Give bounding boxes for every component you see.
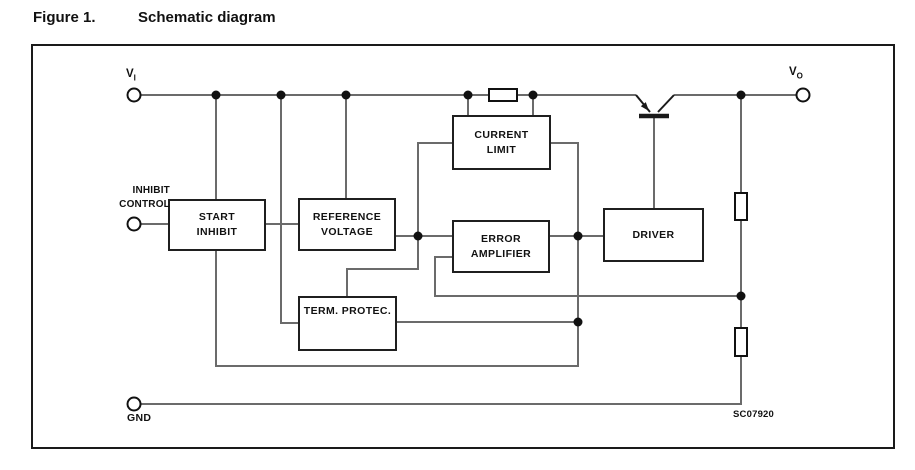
junction-dot (276, 90, 286, 100)
block-label: START (198, 211, 236, 223)
block-start-inhibit: START INHIBIT (168, 199, 266, 251)
terminal-label-sub: I (133, 73, 136, 83)
drawing-code-label: SC07920 (733, 409, 775, 420)
junction-dot (573, 317, 583, 327)
block-label: AMPLIFIER (470, 247, 532, 260)
inhibit-label-line: INHIBIT (132, 185, 170, 196)
inhibit-label-line: CONTROL (119, 198, 170, 210)
block-label: TERM. PROTEC. (303, 305, 392, 317)
block-driver: DRIVER (603, 208, 704, 262)
input-terminal-label: VI (126, 68, 136, 82)
block-thermal-protection: TERM. PROTEC. (298, 296, 397, 351)
junction-dot (736, 90, 746, 100)
block-label: VOLTAGE (321, 225, 373, 238)
junction-dot (413, 231, 423, 241)
block-label: INHIBIT (196, 226, 238, 238)
divider-resistor-bottom-icon (734, 327, 748, 357)
block-label: REFERENCE (312, 210, 382, 223)
junction-dots (211, 90, 746, 327)
figure-label: Figure 1. (33, 9, 96, 26)
figure-title: Schematic diagram (138, 9, 276, 26)
pnp-transistor-icon (635, 94, 675, 119)
ground-terminal-label: GND (127, 412, 152, 424)
junction-dot (736, 291, 746, 301)
block-label: ERROR (481, 232, 521, 245)
reference-to-thermal-wire (346, 236, 419, 296)
input-terminal-circle (126, 87, 142, 103)
terminal-label-base: V (126, 68, 134, 80)
transistor-collector-line (657, 94, 675, 113)
junction-dot (341, 90, 351, 100)
block-error-amplifier: ERROR AMPLIFIER (452, 220, 550, 273)
transistor-emitter-arrow (640, 102, 649, 111)
divider-resistor-top-icon (734, 192, 748, 221)
terminal-label-base: V (789, 66, 797, 78)
junction-dot (573, 231, 583, 241)
common-bottom-wire (215, 236, 579, 367)
block-current-limit: CURRENT LIMIT (452, 115, 551, 170)
sense-resistor-icon (488, 88, 518, 102)
output-terminal-circle (795, 87, 811, 103)
output-divider-wire (141, 95, 742, 405)
block-reference-voltage: REFERENCE VOLTAGE (298, 198, 396, 251)
feedback-wire (434, 256, 741, 297)
inhibit-control-label: INHIBIT CONTROL (104, 184, 170, 211)
terminals (126, 87, 811, 412)
block-label: LIMIT (486, 143, 517, 156)
diagram-frame (31, 44, 895, 449)
block-label: CURRENT (474, 128, 529, 141)
terminal-label-sub: O (796, 71, 803, 81)
current-limit-left-wire (417, 142, 452, 236)
output-terminal-label: VO (789, 66, 803, 80)
ground-terminal-circle (126, 396, 142, 412)
current-limit-right-wire (551, 142, 579, 236)
junction-dot (211, 90, 221, 100)
junction-dot (463, 90, 473, 100)
inhibit-terminal-circle (126, 216, 142, 232)
block-label: DRIVER (632, 228, 675, 241)
rail-drop-wires (215, 95, 534, 324)
wires (141, 94, 797, 405)
junction-dot (528, 90, 538, 100)
